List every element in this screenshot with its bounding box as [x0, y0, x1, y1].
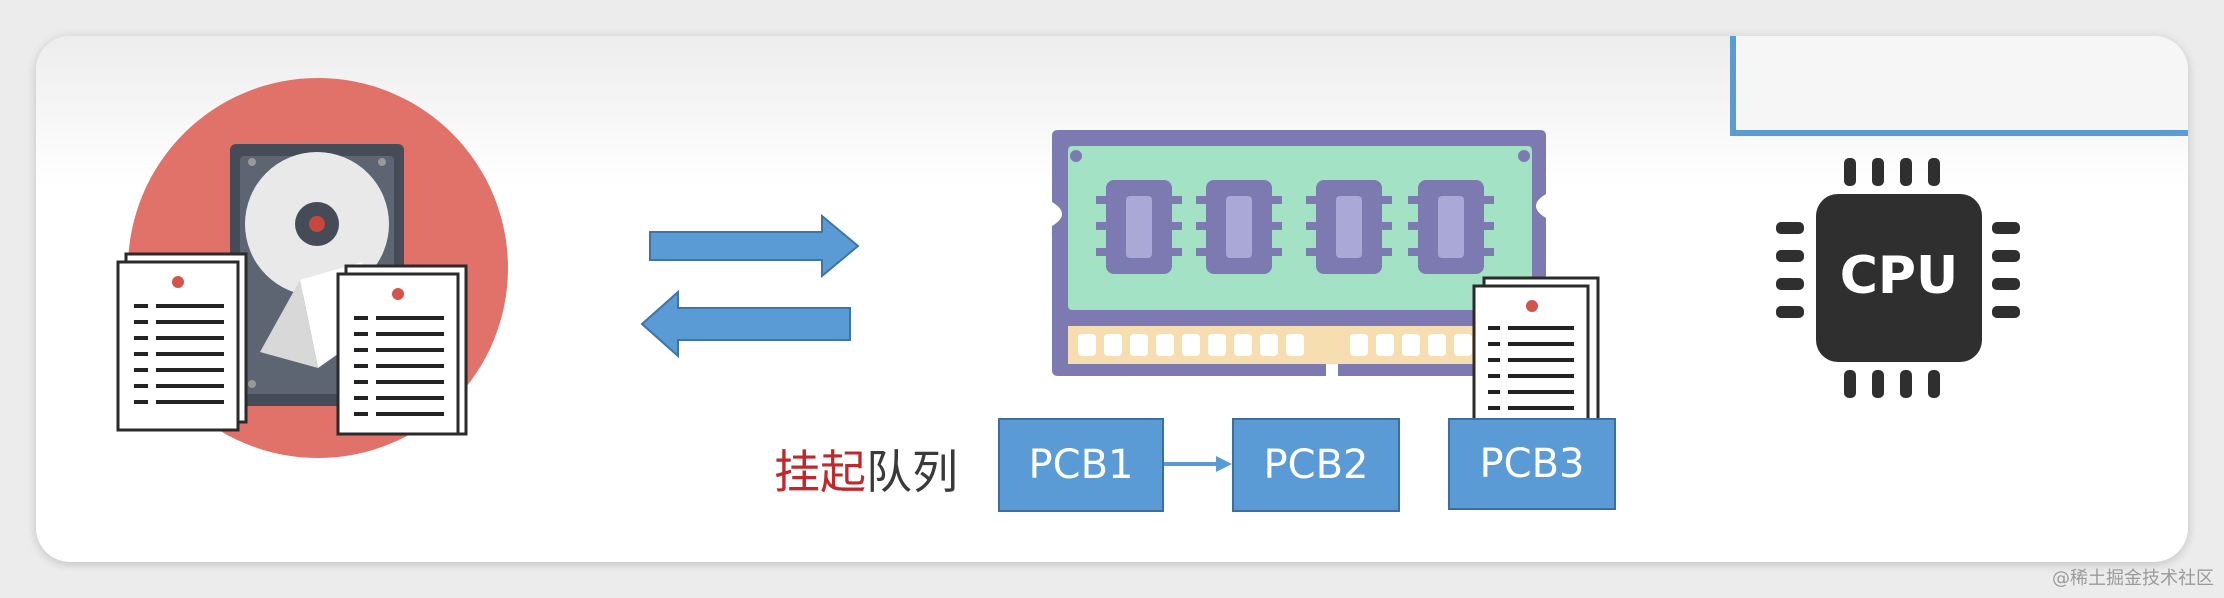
arrow-right-icon	[649, 213, 860, 279]
queue-label-suspended: 挂起	[774, 445, 866, 499]
watermark: @稀土掘金技术社区	[2052, 568, 2214, 589]
monitor-frame	[1730, 36, 2188, 136]
cpu-chip-icon	[1776, 158, 2020, 398]
arrow-left-icon	[640, 289, 851, 359]
pcb-box-3: PCB3	[1448, 418, 1616, 510]
queue-label: 挂起队列	[774, 436, 958, 502]
pcb-box-1: PCB1	[998, 418, 1164, 512]
queue-arrow-icon	[1164, 456, 1232, 472]
memory-module-icon	[1052, 130, 1546, 376]
document-icon	[116, 252, 248, 432]
document-icon	[1472, 276, 1600, 428]
queue-label-queue: 队列	[866, 445, 958, 499]
pcb-box-2: PCB2	[1232, 418, 1400, 512]
document-icon	[336, 264, 468, 436]
cpu-label: CPU	[1839, 246, 1959, 306]
